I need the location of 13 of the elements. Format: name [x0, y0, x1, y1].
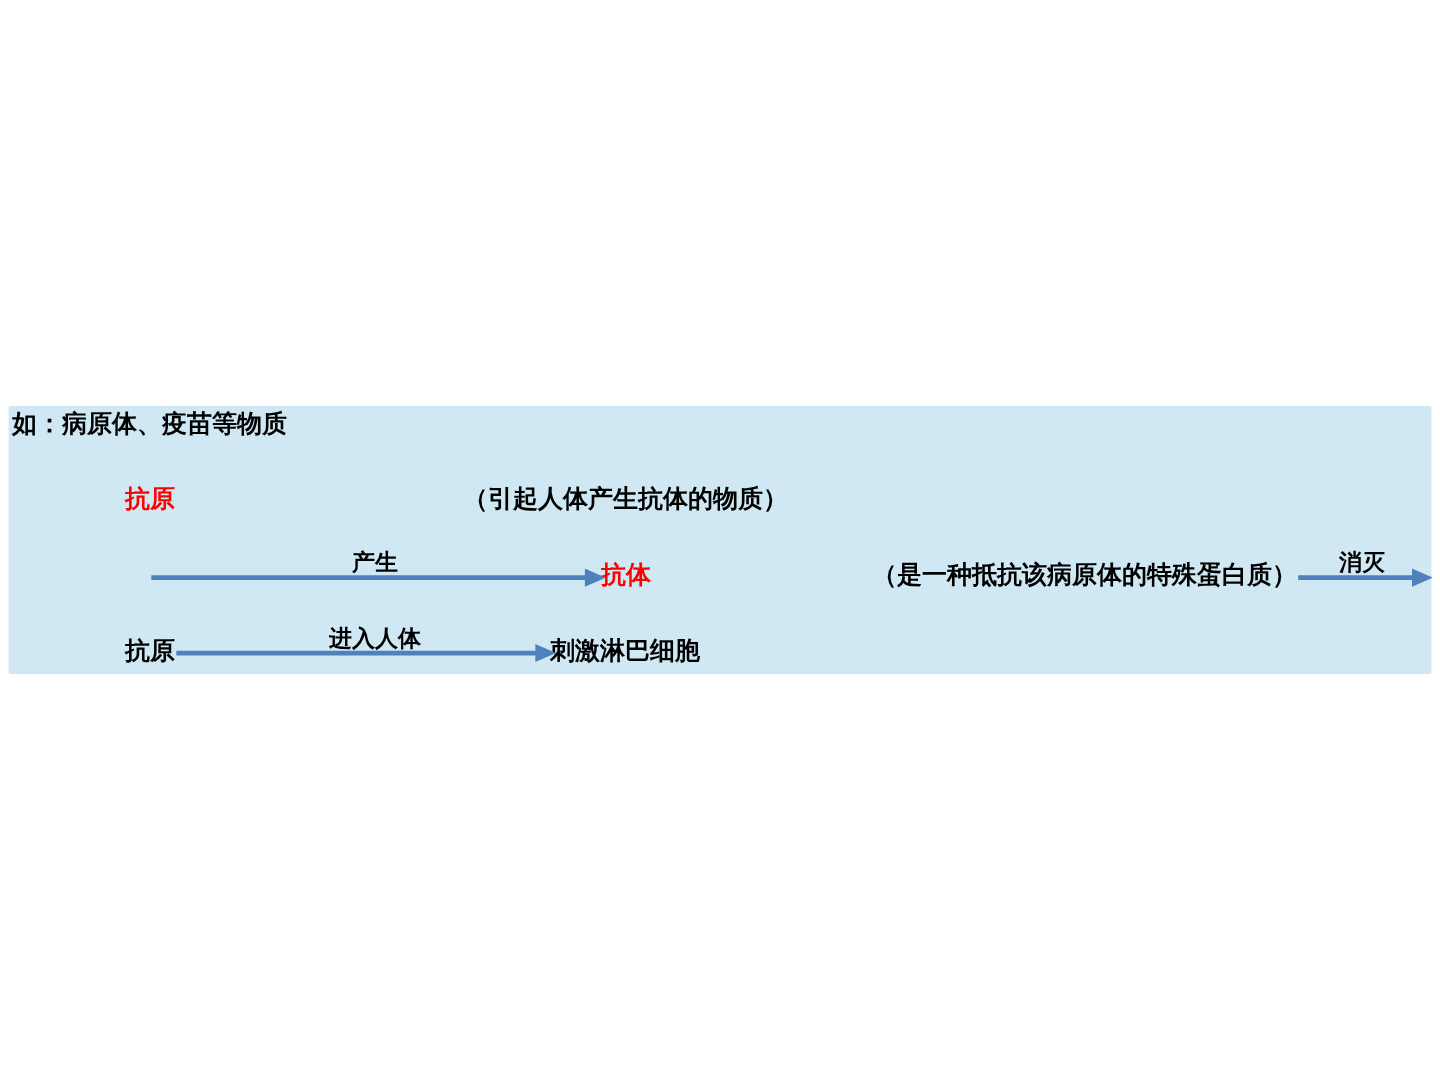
- node-text: （是一种抵抗该病原体的特殊蛋白质）: [872, 560, 1298, 590]
- node-text: 抗体: [600, 560, 651, 590]
- node-text: 刺激淋巴细胞: [550, 635, 701, 665]
- arrow: [1298, 568, 1432, 587]
- label: 抗原: [125, 484, 175, 514]
- edge-label: 产生: [351, 549, 398, 576]
- label: （引起人体产生抗体的物质）: [462, 484, 788, 514]
- label: 如：病原体、疫苗等物质: [12, 409, 288, 439]
- arrow: [176, 643, 557, 663]
- arrow: [151, 568, 606, 587]
- edge-label: 消灭: [1339, 549, 1386, 576]
- node-text: 抗原: [125, 635, 176, 665]
- edge-label: 进入人体: [329, 624, 422, 651]
